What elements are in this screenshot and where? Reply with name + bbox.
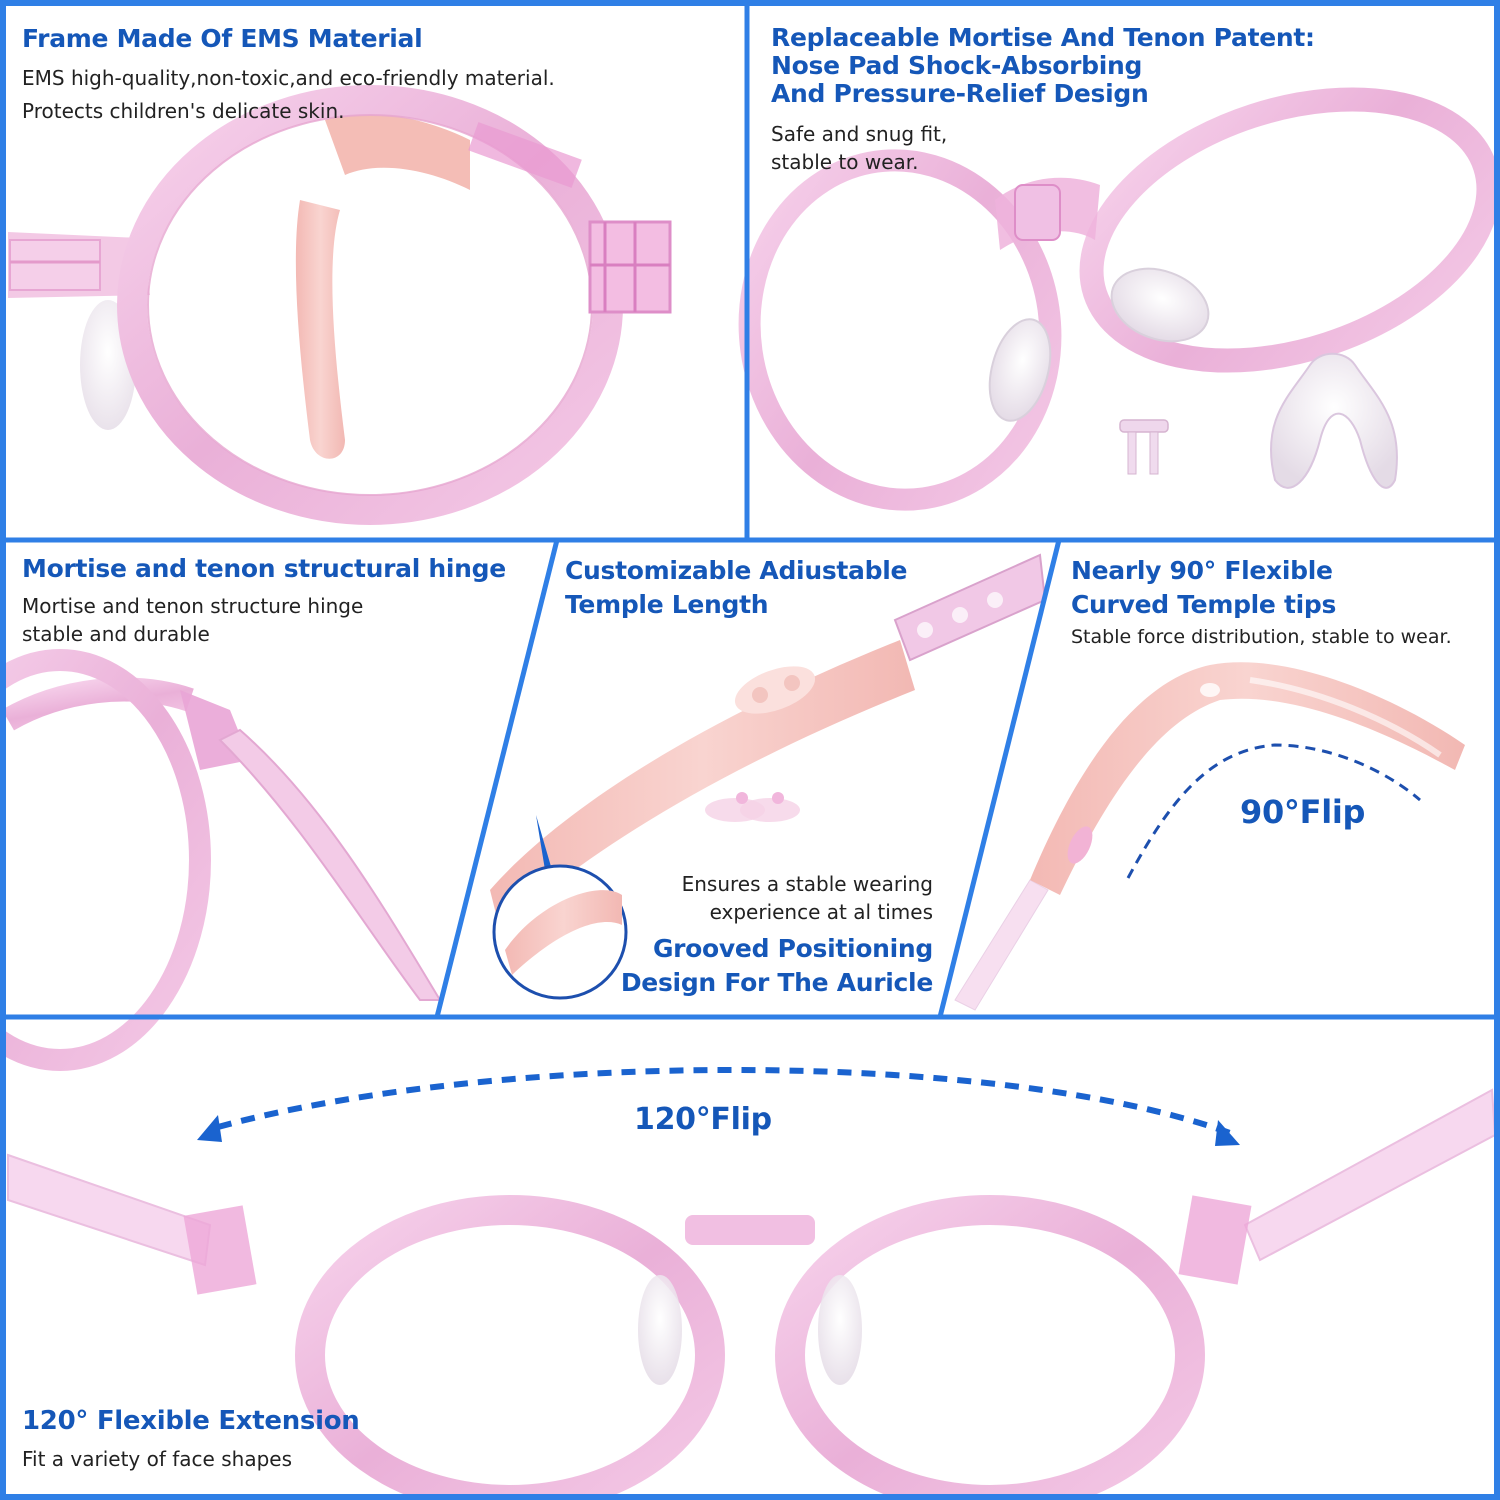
nose-pad-title-2: Nose Pad Shock-Absorbing <box>771 51 1143 80</box>
nose-pad-line-1: Safe and snug fit, <box>771 122 948 146</box>
temple-length-title-1: Customizable Adiustable <box>565 556 908 585</box>
nose-pad-image <box>738 87 1500 511</box>
extension-title: 120° Flexible Extension <box>22 1406 360 1436</box>
nose-pad-title-3: And Pressure-Relief Design <box>771 79 1149 108</box>
hinge-line-2: stable and durable <box>22 622 210 646</box>
panel-nose-pad: Replaceable Mortise And Tenon Patent: No… <box>771 24 1315 176</box>
temple-length-title-2: Temple Length <box>565 589 769 619</box>
front-glasses-image <box>7 1066 1497 1500</box>
temple-length-caption: Ensures a stable wearing experience at a… <box>621 870 933 1000</box>
ems-glasses-image <box>8 85 672 525</box>
one-twenty-flip-label: 120°Flip <box>634 1102 772 1137</box>
temple-sleeve-image <box>490 553 1047 1000</box>
hinge-image <box>0 649 442 1071</box>
hinge-line-1: Mortise and tenon structure hinge <box>22 594 364 618</box>
temple-tips-line-1: Stable force distribution, stable to wea… <box>1071 625 1452 648</box>
ems-material-line-2: Protects children's delicate skin. <box>22 99 345 123</box>
temple-tips-title-1: Nearly 90° Flexible <box>1071 556 1333 585</box>
ninety-flip-label: 90°Flip <box>1240 793 1366 831</box>
temple-length-line-2: experience at al times <box>709 900 933 924</box>
panel-ems-material: Frame Made Of EMS Material EMS high-qual… <box>22 24 555 126</box>
ems-material-title: Frame Made Of EMS Material <box>22 24 423 53</box>
grooved-design-title-1: Grooved Positioning <box>652 934 933 963</box>
ems-material-line-1: EMS high-quality,non-toxic,and eco-frien… <box>22 66 555 90</box>
nose-pad-line-2: stable to wear. <box>771 150 919 174</box>
panel-hinge: Mortise and tenon structural hinge Morti… <box>22 554 506 648</box>
panel-extension: 120° Flexible Extension Fit a variety of… <box>22 1406 360 1474</box>
hinge-title: Mortise and tenon structural hinge <box>22 554 506 583</box>
extension-line-1: Fit a variety of face shapes <box>22 1447 292 1472</box>
grooved-design-title-2: Design For The Auricle <box>620 967 933 997</box>
panel-temple-tips: Nearly 90° Flexible Curved Temple tips S… <box>1071 554 1452 651</box>
panel-temple-length: Customizable Adiustable Temple Length <box>565 554 907 622</box>
temple-tips-title-2: Curved Temple tips <box>1071 589 1337 619</box>
curved-temple-image <box>954 662 1465 1011</box>
temple-length-line-1: Ensures a stable wearing <box>681 872 933 896</box>
nose-pad-title-1: Replaceable Mortise And Tenon Patent: <box>771 23 1315 52</box>
